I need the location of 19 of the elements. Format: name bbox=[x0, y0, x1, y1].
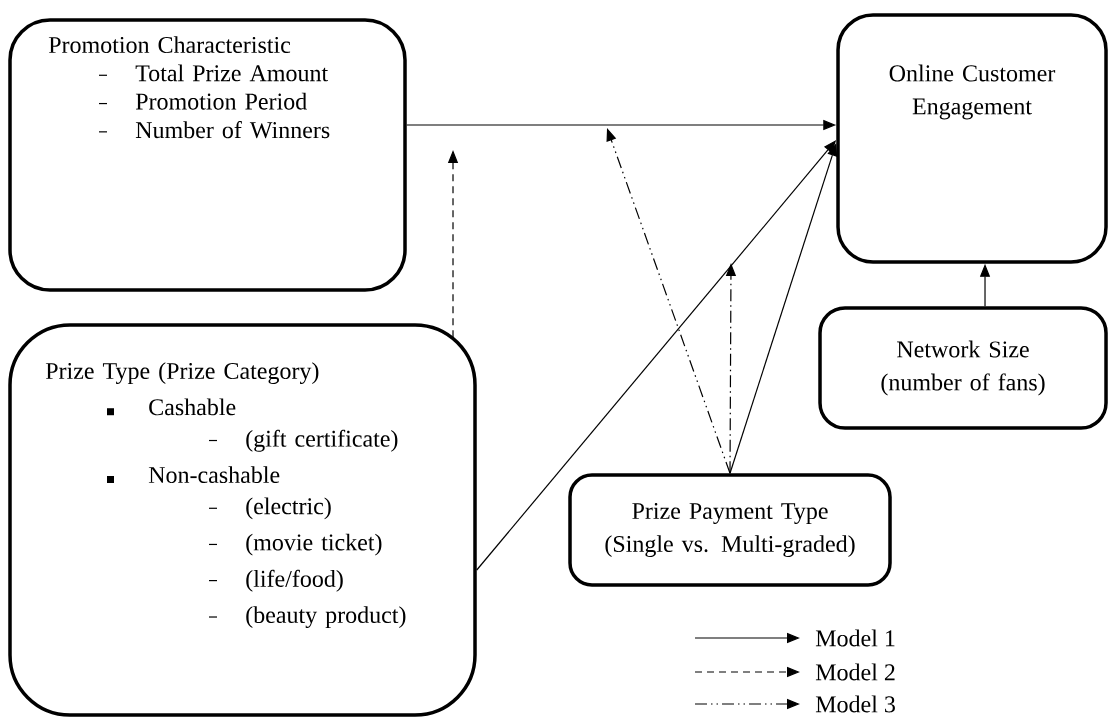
list-item: Cashable bbox=[149, 398, 236, 416]
box-label: Prize Payment Type (Single vs. Multi-graded) bbox=[605, 502, 855, 558]
list-item: (electric) bbox=[246, 497, 331, 520]
list-item: Non-cashable bbox=[148, 466, 280, 484]
arrow bbox=[606, 128, 731, 474]
list-item: (life/food) bbox=[246, 569, 343, 592]
list-item: Number of Winners bbox=[135, 121, 330, 139]
box-heading: Prize Type (Prize Category) bbox=[45, 362, 319, 384]
box-label: Network Size (number of fans) bbox=[881, 340, 1045, 396]
legend-label: Model 3 bbox=[815, 695, 895, 713]
box-label: Online Customer Engagement bbox=[889, 64, 1056, 120]
legend-label: Model 1 bbox=[815, 629, 895, 647]
list-item: (beauty product) bbox=[246, 606, 406, 629]
list-item: (movie ticket) bbox=[246, 533, 382, 556]
list-item: (gift certificate) bbox=[246, 429, 398, 452]
legend-label: Model 2 bbox=[815, 663, 895, 681]
box-heading: Promotion Characteristic bbox=[48, 36, 291, 54]
list-item: Total Prize Amount bbox=[135, 64, 328, 82]
list-item: Promotion Period bbox=[135, 92, 307, 110]
